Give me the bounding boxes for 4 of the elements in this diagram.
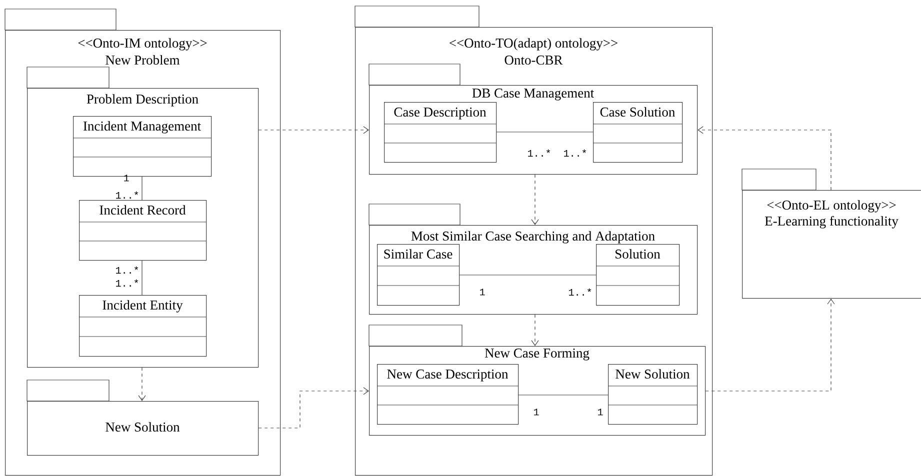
dependency-arrow xyxy=(705,298,835,392)
dependency-arrow xyxy=(258,387,369,428)
dependency-arrow xyxy=(698,126,832,190)
dependency-arrow xyxy=(258,126,369,134)
